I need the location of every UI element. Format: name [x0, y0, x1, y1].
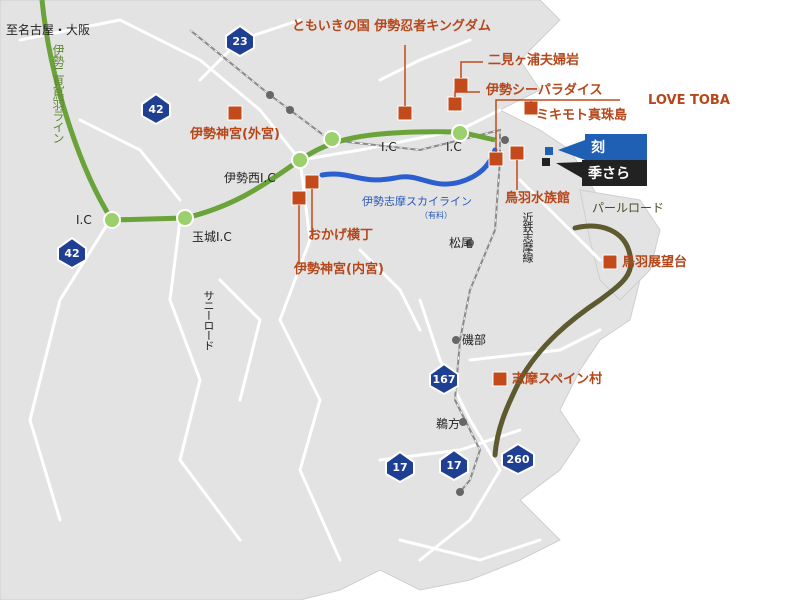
hotel-koku-marker[interactable]: [545, 147, 553, 155]
spot-paradise-label[interactable]: 伊勢シーパラダイス: [486, 83, 603, 98]
svg-text:17: 17: [392, 461, 407, 474]
spot-love-toba-label[interactable]: LOVE TOBA: [648, 93, 730, 108]
svg-text:260: 260: [507, 453, 530, 466]
hotel-kisara-marker[interactable]: [542, 158, 550, 166]
green-line-label: 伊勢二見鳥羽ライン: [51, 44, 65, 143]
station-ugata-label: 鵜方: [436, 417, 461, 431]
hotel-kisara-badge[interactable]: 季さら: [582, 160, 647, 186]
skyline-note: （有料）: [420, 211, 452, 220]
ic-ise-nishi-label: 伊勢西I.C: [224, 171, 276, 185]
hotel-kisara-text: 季さら: [588, 166, 630, 182]
station-isobe-label: 磯部: [462, 333, 487, 347]
kintetsu-label: 近鉄志摩線: [521, 212, 534, 262]
route-17-shield-left: 17: [385, 450, 415, 484]
skyline-road: [319, 147, 498, 187]
sunny-road-label: サニーロード: [202, 290, 215, 350]
land-east: [579, 189, 661, 301]
hotel-pointer-2: [556, 162, 582, 178]
route-42-shield-top: 42: [141, 92, 171, 126]
route-23-shield: 23: [225, 24, 255, 58]
route-167-shield: 167: [429, 362, 459, 396]
svg-text:42: 42: [148, 103, 163, 116]
spot-tomoiki-label[interactable]: ともいきの国 伊勢忍者キングダム: [292, 19, 491, 34]
direction-label: 至名古屋・大阪: [6, 23, 91, 37]
route-42-shield-left: 42: [57, 236, 87, 270]
spot-spain-label[interactable]: 志摩スペイン村: [512, 372, 603, 387]
station-dots: [266, 91, 509, 496]
svg-text:167: 167: [433, 373, 456, 386]
spot-futami-label[interactable]: 二見ヶ浦夫婦岩: [488, 53, 580, 68]
svg-text:17: 17: [446, 459, 461, 472]
spot-mikimoto-label[interactable]: ミキモト真珠島: [536, 108, 628, 123]
spot-naiku-label[interactable]: 伊勢神宮(内宮): [294, 262, 384, 277]
spot-geku-label[interactable]: 伊勢神宮(外宮): [190, 127, 280, 142]
skyline-label: 伊勢志摩スカイライン: [362, 195, 472, 208]
pearl-road: [492, 223, 634, 458]
railway: [189, 29, 501, 493]
route-17-shield-right: 17: [439, 448, 469, 482]
spot-observatory-label[interactable]: 鳥羽展望台: [622, 255, 688, 270]
hotel-pointer: [558, 140, 585, 160]
hotel-koku-badge[interactable]: 刻: [585, 134, 647, 160]
leader-lines: [298, 45, 620, 265]
ic-label-2: I.C: [446, 140, 462, 154]
spot-aquarium-label[interactable]: 鳥羽水族館: [505, 191, 571, 206]
ic-label-1: I.C: [381, 140, 397, 154]
green-highway: [39, 0, 496, 223]
spot-okage-label[interactable]: おかげ横丁: [308, 228, 374, 243]
ic-left-label: I.C: [76, 213, 92, 227]
interchange-nodes: [103, 124, 469, 229]
pearl-road-label: パールロード: [592, 201, 665, 215]
ic-tamaki-label: 玉城I.C: [192, 230, 232, 244]
hotel-koku-text: 刻: [591, 140, 605, 156]
svg-text:42: 42: [64, 247, 79, 260]
route-260-shield: 260: [501, 442, 535, 476]
route-shields[interactable]: 23 42 42 167 17 17 260: [57, 24, 535, 484]
svg-text:23: 23: [232, 35, 247, 48]
station-matsuo-label: 松尾: [449, 236, 474, 250]
